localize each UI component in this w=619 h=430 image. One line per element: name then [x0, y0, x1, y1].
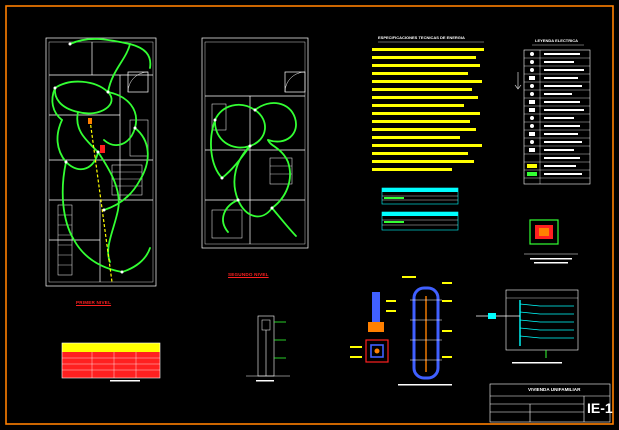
grounding-well-detail: [350, 276, 452, 386]
specifications-title: ESPECIFICACIONES TECNICAS DE ENERGIA: [378, 35, 465, 40]
first-floor-title: PRIMER NIVEL: [76, 300, 112, 305]
first-floor-plan: [45, 37, 157, 287]
project-title: VIVIENDA UNIFAMILIAR: [528, 387, 581, 392]
specifications-lines: [372, 48, 484, 171]
second-floor-plan: [201, 37, 309, 249]
second-floor-title: SEGUNDO NIVEL: [228, 272, 269, 277]
legend-title: LEYENDA ELECTRICA: [535, 38, 578, 43]
first-floor-outlets: [53, 42, 137, 274]
second-floor-outlets: [213, 108, 274, 210]
single-line-diagram: [476, 289, 579, 364]
circuit-schedule-table: [61, 342, 161, 382]
first-floor-wiring: [51, 38, 152, 273]
meter-box-detail: [524, 219, 578, 264]
sheet-number: IE-1: [587, 400, 613, 416]
riser-detail: [246, 315, 290, 382]
second-floor-wiring: [210, 102, 297, 237]
electrical-legend: [514, 44, 591, 185]
title-block: [489, 383, 611, 423]
sheet-frame: [5, 5, 614, 425]
loads-tables: [381, 187, 459, 231]
first-floor-riser: [88, 118, 113, 283]
